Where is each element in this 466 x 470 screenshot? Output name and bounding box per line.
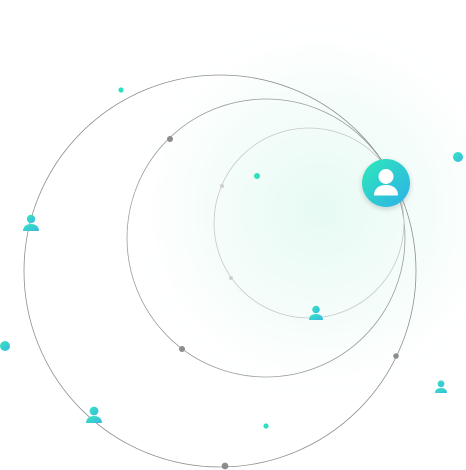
- accent-dot: [118, 87, 124, 93]
- user-icon[interactable]: [309, 305, 323, 320]
- orbit-ring-middle: [126, 98, 406, 378]
- accent-dot: [263, 423, 269, 429]
- user-icon[interactable]: [23, 214, 39, 231]
- orbit-dot: [179, 346, 185, 352]
- orbit-dot: [221, 462, 229, 470]
- orbit-dot-light: [220, 184, 224, 188]
- accent-dot: [453, 152, 463, 162]
- orbit-dot: [393, 353, 399, 359]
- accent-dot: [254, 173, 260, 179]
- main-user-avatar[interactable]: [362, 159, 410, 207]
- user-icon[interactable]: [435, 380, 447, 393]
- orbit-dot: [167, 136, 173, 142]
- user-icon[interactable]: [86, 406, 102, 423]
- orbit-ring-inner: [213, 127, 405, 319]
- background-glow: [120, 10, 466, 410]
- orbit-ring-outer: [23, 74, 417, 468]
- accent-dot: [0, 341, 10, 351]
- user-avatar-icon: [374, 169, 398, 196]
- orbit-dot-light: [229, 276, 233, 280]
